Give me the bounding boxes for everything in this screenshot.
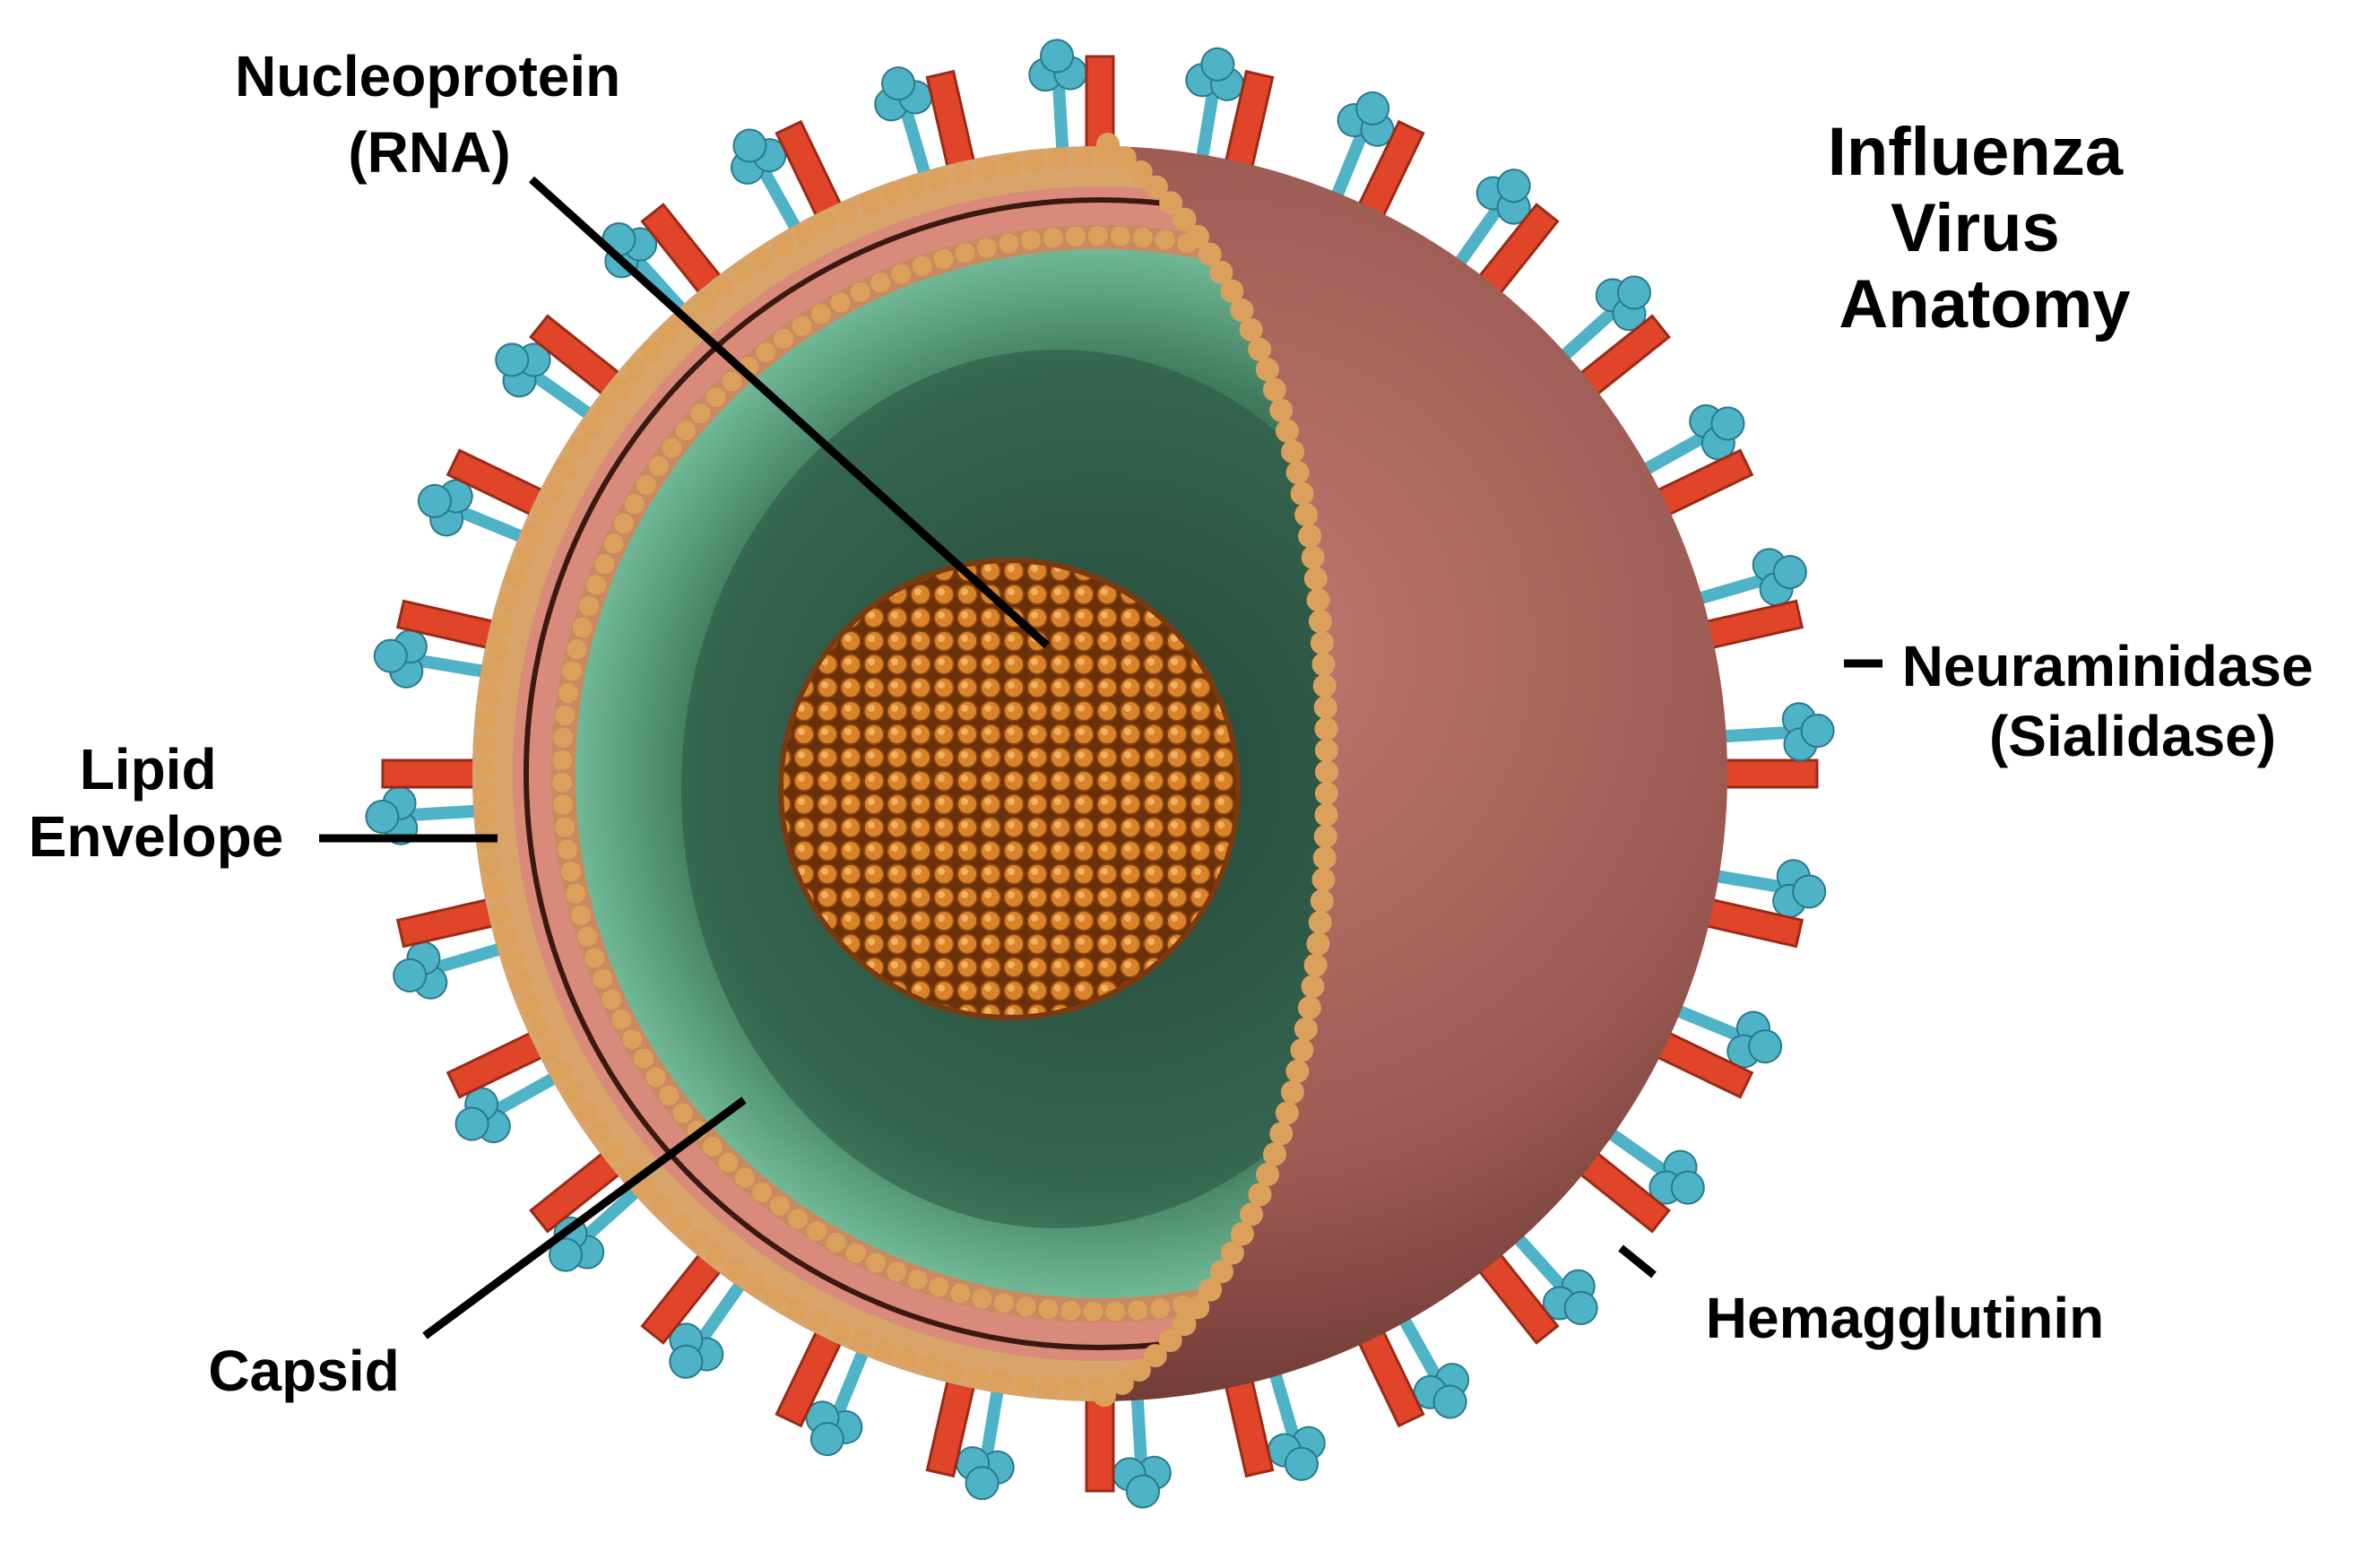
nucleoprotein-leader-line <box>528 176 1051 649</box>
neuraminidase-head <box>1496 169 1531 204</box>
neuraminidase-head <box>881 66 916 101</box>
neuraminidase-spike <box>1325 91 1395 212</box>
neuraminidase-stalk <box>458 506 539 549</box>
neuraminidase-head <box>732 128 767 163</box>
neuraminidase-spike <box>393 938 517 1000</box>
neuraminidase-spike <box>417 479 539 549</box>
neuraminidase-spike <box>1708 702 1835 762</box>
neuraminidase-stalk <box>1683 574 1765 610</box>
neuraminidase-stalk <box>900 108 936 191</box>
neuraminidase-stalk <box>1661 999 1742 1042</box>
neuraminidase-head <box>1355 91 1390 126</box>
neuraminidase-head <box>1800 714 1835 749</box>
neuraminidase-stalk <box>1193 91 1220 174</box>
neuraminidase-head <box>965 1466 1000 1501</box>
neuraminidase-stalk <box>1700 867 1782 894</box>
neuraminidase-stalk <box>1264 1356 1300 1439</box>
hemagglutinin-leader-line <box>1618 1244 1657 1278</box>
capsid-label: Capsid <box>208 1339 399 1403</box>
neuraminidase-head <box>1125 1474 1160 1509</box>
neuraminidase-head <box>495 342 530 377</box>
neuraminidase-stalk <box>435 938 517 974</box>
neuraminidase-spike <box>874 66 936 191</box>
neuraminidase-head <box>1748 1029 1783 1064</box>
neuraminidase-spike <box>1028 39 1088 166</box>
nucleoprotein-rna-ball <box>778 558 1241 1020</box>
neuraminidase-head <box>669 1344 704 1379</box>
neuraminidase-stalk <box>1708 725 1790 744</box>
neuraminidase-head <box>393 958 428 992</box>
neuraminidase-head <box>1792 874 1827 909</box>
neuraminidase-head <box>1200 47 1235 82</box>
neuraminidase-spike <box>1683 548 1807 610</box>
neuraminidase-head <box>1284 1446 1319 1481</box>
neuraminidase-head <box>1772 555 1807 590</box>
neuraminidase-head <box>809 1422 844 1457</box>
neuraminidase-head <box>1710 406 1745 441</box>
neuraminidase-head <box>1617 275 1652 310</box>
neuraminidase-spike <box>373 629 500 689</box>
neuraminidase-spike <box>1264 1356 1326 1481</box>
neuraminidase-stalk <box>980 1374 1007 1456</box>
neuraminidase-spike <box>1112 1382 1172 1509</box>
capsid-leader-line <box>422 1096 747 1339</box>
neuraminidase-spike <box>1185 47 1244 174</box>
neuraminidase-head <box>417 483 452 518</box>
neuraminidase-stalk <box>1325 132 1368 212</box>
neuraminidase-stalk <box>1129 1382 1148 1464</box>
neuraminidase-head <box>1670 1170 1705 1205</box>
neuraminidase-stalk <box>1052 83 1070 166</box>
cut-edge <box>1081 133 1339 1414</box>
hemagglutinin-label: Hemagglutinin <box>1706 1286 2104 1350</box>
neuraminidase-spike <box>805 1335 875 1457</box>
neuraminidase-stalk <box>418 654 500 680</box>
neuraminidase-head <box>1563 1291 1598 1326</box>
neuraminidase-head <box>454 1106 489 1141</box>
neuraminidase-head <box>365 799 400 834</box>
neuraminidase-head <box>1040 39 1075 74</box>
neuraminidase-stalk <box>832 1335 875 1416</box>
lipid-envelope-label: Lipid Envelope <box>29 737 284 869</box>
neuraminidase-spike <box>956 1374 1015 1501</box>
neuraminidase-label: Neuraminidase (Sialidase) <box>1902 634 2330 768</box>
neuraminidase-stalk <box>410 803 492 822</box>
nucleoprotein-label: Nucleoprotein (RNA) <box>235 44 636 185</box>
neuraminidase-head <box>1432 1384 1467 1419</box>
diagram-title: Influenza Virus Anatomy <box>1828 114 2142 342</box>
neuraminidase-spike <box>1661 999 1783 1069</box>
neuraminidase-head <box>373 638 408 673</box>
